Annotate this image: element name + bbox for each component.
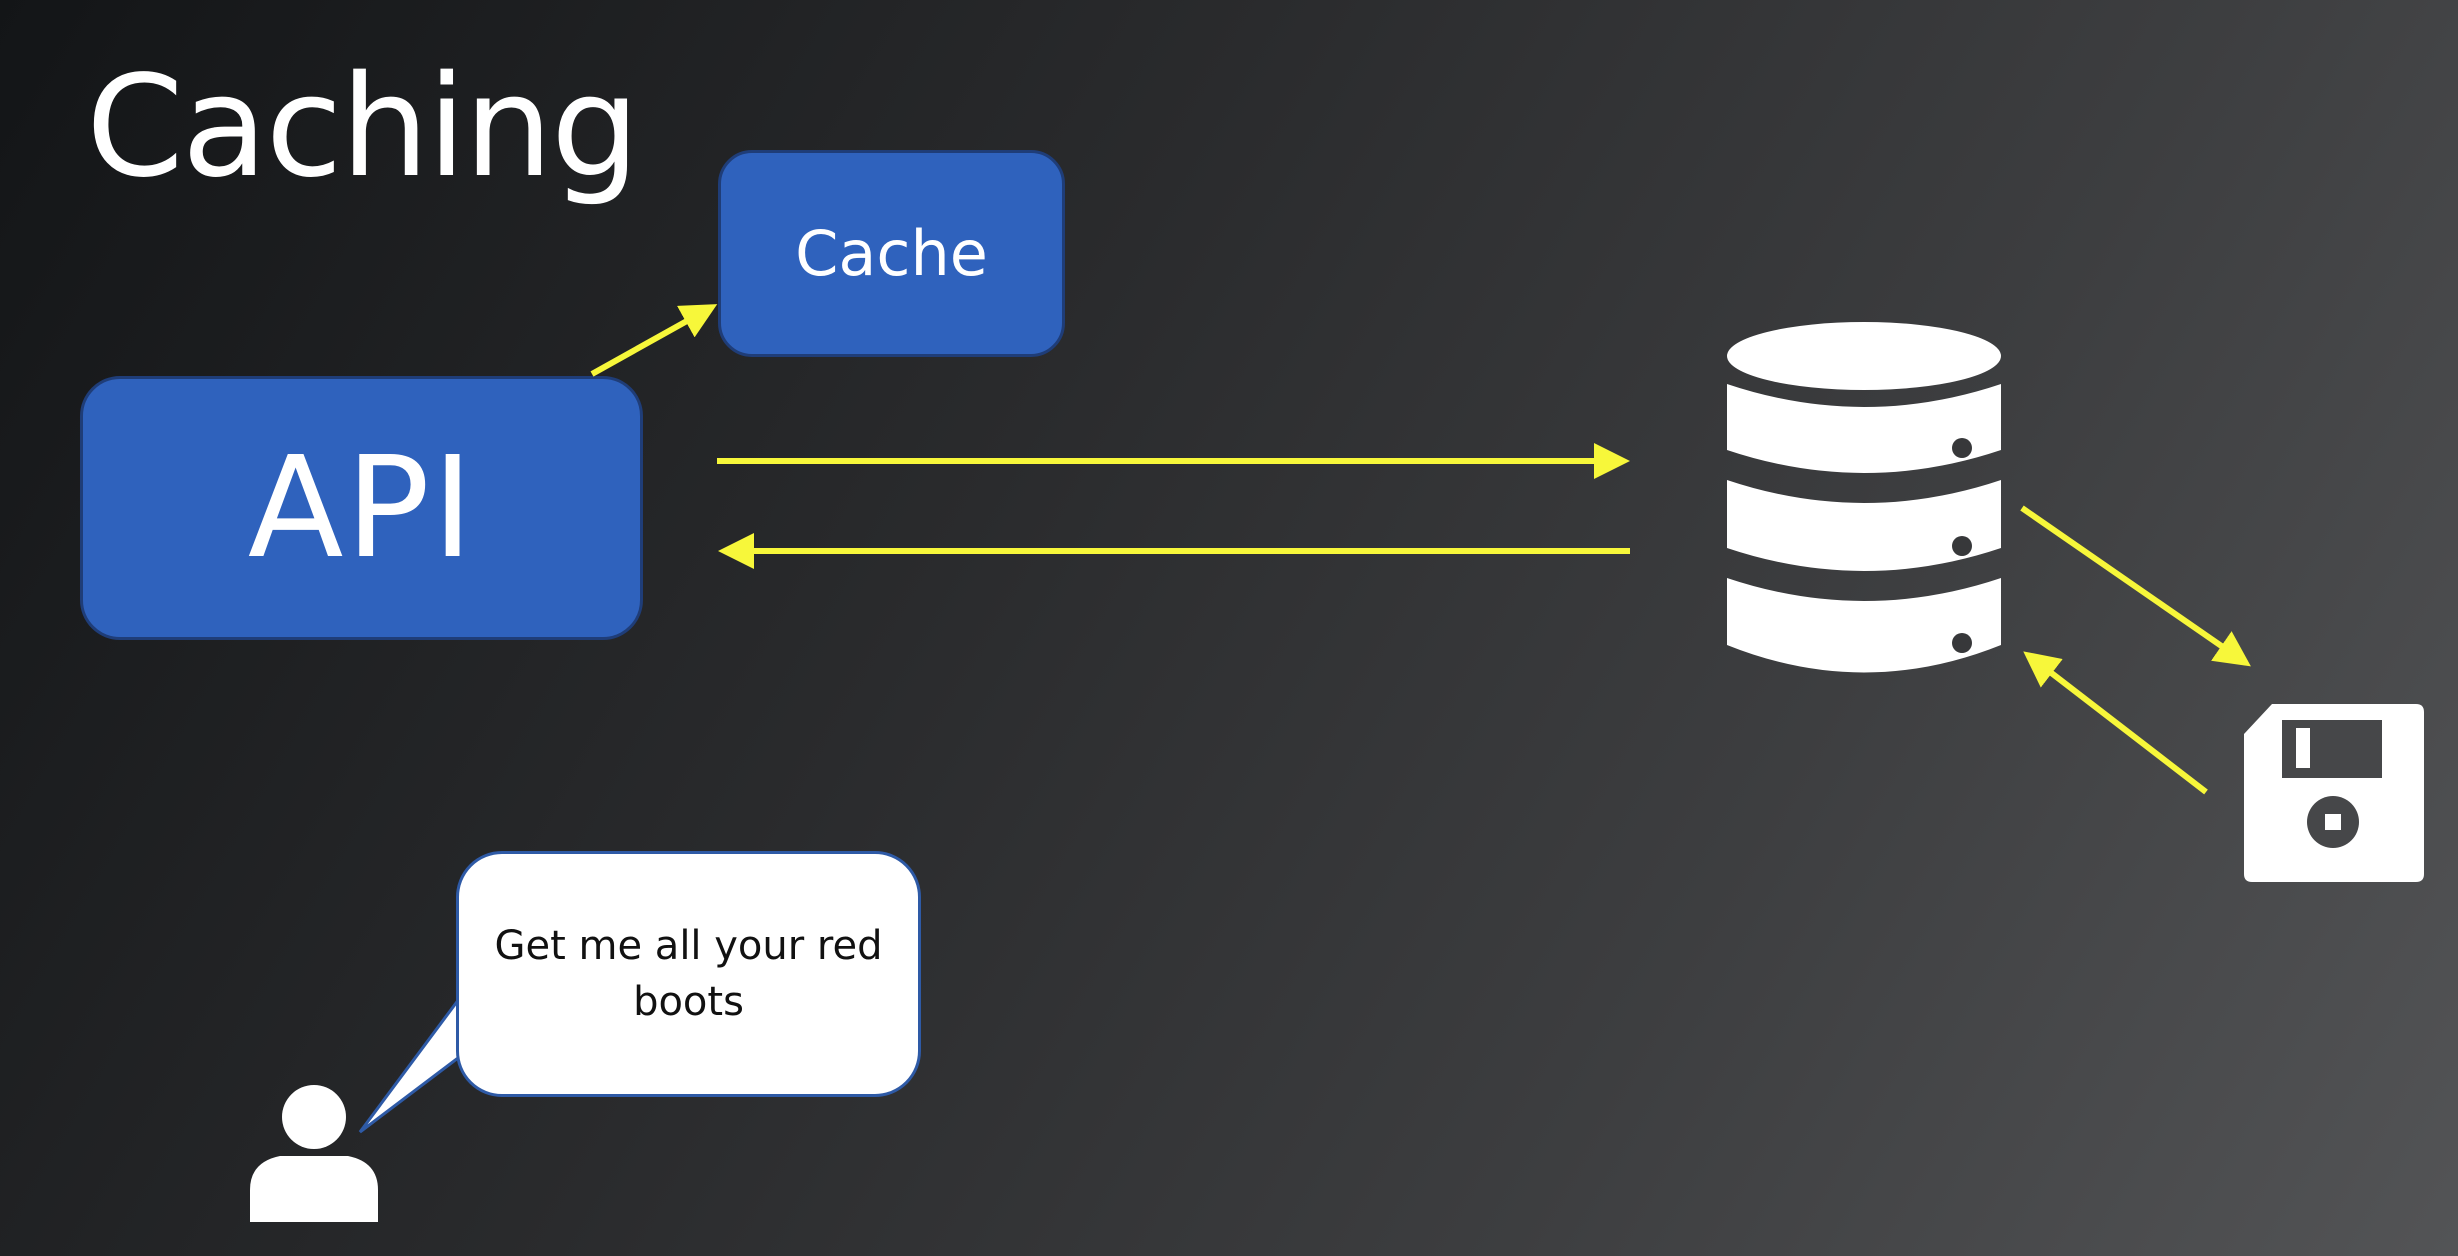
database-icon: [1727, 322, 2001, 673]
cache-box: Cache: [718, 150, 1065, 357]
speech-text: Get me all your red boots: [494, 923, 883, 1025]
cache-label: Cache: [795, 217, 988, 290]
api-box: API: [80, 376, 643, 640]
arrow-api-to-cache: [590, 304, 718, 377]
floppy-disk-icon: [2244, 704, 2424, 882]
speech-bubble: Get me all your red boots: [456, 851, 921, 1097]
api-label: API: [247, 426, 476, 590]
slide-title: Caching: [86, 46, 640, 209]
arrow-disk-to-database: [2023, 651, 2208, 795]
speech-bubble-tail: [358, 990, 464, 1134]
arrow-database-to-disk: [2020, 505, 2251, 667]
user-icon: [250, 1085, 378, 1222]
